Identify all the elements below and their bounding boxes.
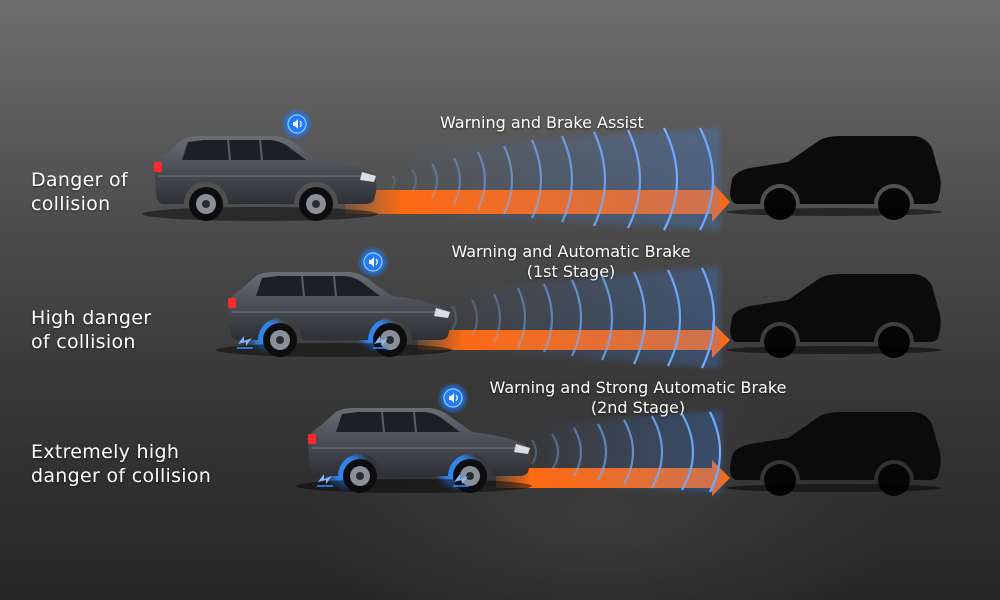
row-label-line: High danger (31, 307, 152, 329)
vehicle-car (141, 135, 379, 222)
row-label-line: Extremely high (31, 441, 180, 463)
row-label-line: of collision (31, 331, 136, 353)
sound-icon (280, 107, 314, 141)
radar-beam (452, 266, 720, 368)
caption-line: Warning and Brake Assist (440, 113, 644, 132)
row-high-danger (215, 245, 942, 369)
caption-automatic-brake: Warning and Automatic Brake (1st Stage) (440, 242, 702, 282)
caption-brake-assist: Warning and Brake Assist (440, 113, 644, 133)
radar-beam (392, 128, 720, 230)
radar-beam (532, 410, 722, 494)
vehicle-silhouette (726, 274, 942, 358)
row-label-danger: Danger of collision (31, 168, 128, 216)
row-extreme-danger (295, 381, 942, 496)
row-label-extreme-danger: Extremely high danger of collision (31, 440, 211, 488)
caption-line: (1st Stage) (526, 262, 616, 281)
row-label-line: collision (31, 193, 111, 215)
caption-line: Warning and Strong Automatic Brake (489, 378, 787, 397)
vehicle-silhouette (726, 136, 942, 220)
row-danger (141, 107, 942, 231)
row-label-line: Danger of (31, 169, 128, 191)
sound-icon (436, 381, 470, 415)
row-label-line: danger of collision (31, 465, 212, 487)
vehicle-silhouette (726, 412, 942, 496)
row-label-high-danger: High danger of collision (31, 306, 151, 354)
caption-line: (2nd Stage) (590, 398, 686, 417)
caption-line: Warning and Automatic Brake (451, 242, 691, 261)
caption-strong-automatic-brake: Warning and Strong Automatic Brake (2nd … (473, 378, 803, 418)
sound-icon (356, 245, 390, 279)
